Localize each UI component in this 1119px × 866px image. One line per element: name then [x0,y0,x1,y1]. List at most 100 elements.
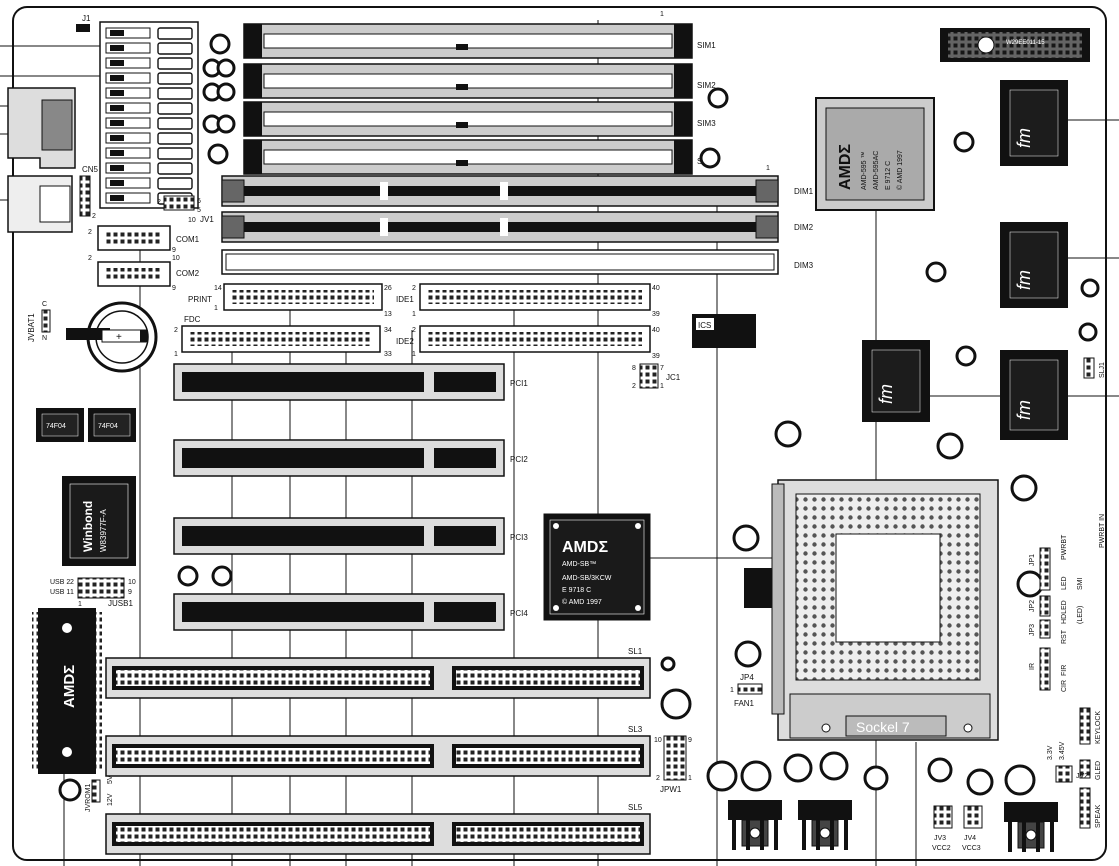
ics-label: ICS [698,321,711,330]
isa-slot-3: SL5 [105,803,651,855]
panel-led-paren: (LED) [1077,606,1084,624]
battery-plus: + [116,332,122,343]
jv3-label: JV3 [934,835,946,842]
fdc-pin1: 1 [174,351,178,358]
jumper-jc1: 8 7 2 1 JC1 [632,363,681,390]
print-pin13: 13 [384,311,392,318]
southbridge-line4: © AMD 1997 [562,598,602,606]
pci-slot-3: PCI3 [173,517,528,555]
jv2-33: 3.3V [1047,745,1054,760]
j1-label: J1 [82,14,91,23]
ics-clock-chip: ICS [692,314,756,348]
cache-chip-1: fm [1000,80,1068,166]
cache-chip-3: fm [1000,350,1068,440]
ide1-pin40: 40 [652,285,660,292]
isa-slot-2-label: SL3 [628,725,643,734]
capacitor [925,261,947,283]
capacitor [211,565,233,587]
simm-3-label: SIM3 [697,119,716,128]
ide2-pin1: 1 [412,351,416,358]
jvbat1-c: C [42,301,47,308]
front-panel-headers: JP1 JP2 JP3 IR PWRBT PWRBT IN LED SMI HD… [1029,514,1106,829]
voltage-regulator-3 [1004,802,1058,852]
capacitor [936,432,964,460]
com2-pin9: 9 [172,285,176,292]
simm-1: SIM1 [243,23,716,59]
pci-slot-1-label: PCI1 [510,379,528,388]
usb-pin10: 10 [128,579,136,586]
isa-slot-2: SL3 [105,725,651,777]
jv1-pin5: 5 [197,207,201,214]
amd-rom-chip: AMDΣ [32,608,102,774]
socket-label: Sockel 7 [856,719,910,735]
panel-jp2: JP2 [1029,600,1036,612]
winbond-chip: Winbond W83977F-A [62,476,136,566]
cn5-label: CN5 [82,165,99,174]
slj1-label: SLJ1 [1099,362,1106,378]
usb-header: USB 2 2 USB 1 1 10 9 1 JUSB1 [50,577,136,608]
voltage-regulator-1 [728,800,782,850]
capacitor [216,114,236,134]
print-header: PRINT 14 1 26 13 [188,283,392,318]
panel-cir: CIR [1061,680,1068,692]
panel-keylock: KEYLOCK [1095,711,1102,744]
capacitor [1080,278,1100,298]
cpu-socket-7: Sockel 7 [771,479,999,741]
power-connector [99,21,199,209]
isa-slot-1: SL1 [105,647,651,699]
dimm-2: DIM2 [221,211,814,243]
dimm-3-label: DIM3 [794,261,814,270]
winbond-brand: Winbond [81,501,95,552]
chip-74f04-a-text: 74F04 [46,423,66,430]
cache-chip-2-brand: fm [1014,270,1034,290]
panel-jp3: JP3 [1029,624,1036,636]
capacitor [953,131,975,153]
simm-1-label: SIM1 [697,41,716,50]
com1-label: COM1 [176,235,200,244]
jumper-jvrom1: JVROM1 12V 5V [85,775,114,812]
simm-4: SIM4 [243,139,716,175]
northbridge-chip: AMDΣ AMD-595 ™ AMD-595AC E 9712 C © AMD … [815,97,935,211]
dim-pin1: 1 [766,165,770,172]
capacitor [216,82,236,102]
voltage-regulators [728,800,1058,852]
panel-jp1: JP1 [1029,554,1036,566]
southbridge-logo: AMDΣ [562,539,608,556]
jumper-jp4: JP4 1 FAN1 [730,673,763,708]
capacitor [1004,764,1036,796]
jc1-pin7: 7 [660,365,664,372]
southbridge-line3: E 9718 C [562,587,591,594]
jumper-jvbat1: C N JVBAT1 [27,301,51,342]
usb-1-pin: 1 [70,589,74,596]
ide1-pin39: 39 [652,311,660,318]
dimm-1-label: DIM1 [794,187,814,196]
jpw1-label: JPW1 [660,785,682,794]
jvrom1-label: JVROM1 [85,784,92,813]
panel-speak: SPEAK [1095,804,1102,828]
northbridge-logo: AMDΣ [837,144,854,190]
ide1-label: IDE1 [396,295,414,304]
cn5-pin2: 2 [92,213,96,220]
jv1-pin10: 10 [188,217,196,224]
dimm-1: DIM1 [221,175,814,207]
northbridge-line3: E 9712 C [885,161,892,190]
winbond-part: W83977F-A [99,509,108,552]
bios-label: W29EE011-15 [1006,40,1045,46]
usb-1-label: USB 1 [50,589,70,596]
northbridge-line1: AMD-595 ™ [861,151,868,190]
capacitor [783,753,813,783]
com1-header: 2 9 COM1 [88,225,200,254]
connector-cn5: CN5 2 [79,165,99,220]
pci-slot-2: PCI2 [173,439,528,477]
pci-slot-3-label: PCI3 [510,533,528,542]
jpw1-pin2: 2 [656,775,660,782]
cache-chip-4-brand: fm [876,384,896,404]
usb-2-pin: 2 [70,579,74,586]
southbridge-line1: AMD-SB™ [562,561,596,568]
capacitor [955,345,977,367]
dimm-3: DIM3 [221,249,814,275]
pci-slot-2-label: PCI2 [510,455,528,464]
bios-chip: W29EE011-15 [940,28,1090,62]
